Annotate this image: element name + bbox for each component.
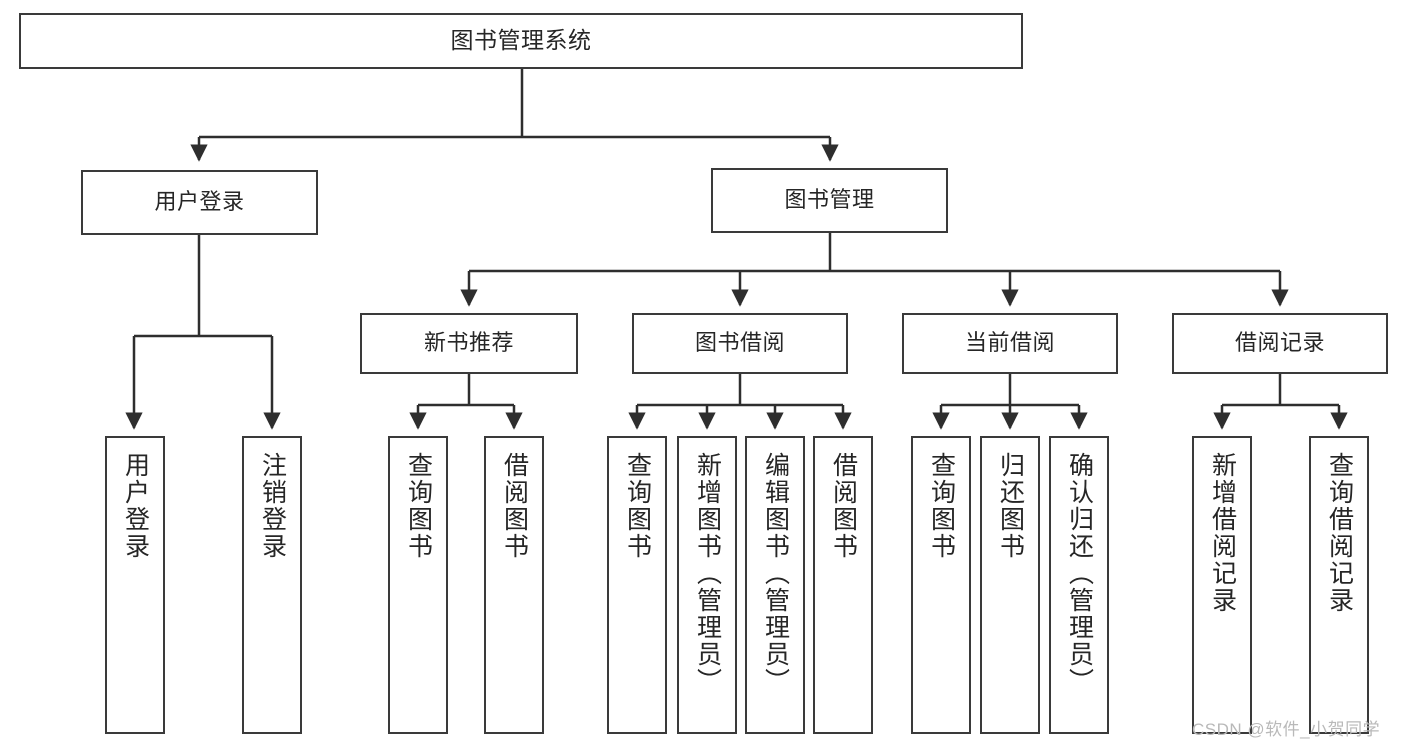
- node-label: 用户登录: [121, 452, 150, 560]
- node-label: 归还图书: [996, 452, 1025, 560]
- node-label: 查询借阅记录: [1325, 452, 1354, 614]
- node-label: 新增借阅记录: [1208, 452, 1237, 614]
- node-book-management[interactable]: 图书管理: [711, 168, 948, 233]
- node-root-system[interactable]: 图书管理系统: [19, 13, 1023, 69]
- node-label: 借阅记录: [1234, 330, 1325, 356]
- csdn-watermark: CSDN @软件_小贺同学: [1192, 720, 1381, 739]
- node-label: 查询图书: [623, 452, 652, 560]
- leaf-borrow-book[interactable]: 借阅图书: [813, 436, 873, 734]
- node-label: 确认归还（管理员）: [1065, 452, 1094, 695]
- leaf-add-book-admin[interactable]: 新增图书（管理员）: [677, 436, 737, 734]
- node-label: 图书管理系统: [450, 27, 592, 54]
- node-label: 当前借阅: [964, 330, 1055, 356]
- node-label: 查询图书: [404, 452, 433, 560]
- node-label: 图书借阅: [694, 330, 785, 356]
- leaf-user-login[interactable]: 用户登录: [105, 436, 165, 734]
- leaf-borrow-book-recommend[interactable]: 借阅图书: [484, 436, 544, 734]
- node-label: 注销登录: [258, 452, 287, 560]
- node-label: 借阅图书: [500, 452, 529, 560]
- node-label: 新增图书（管理员）: [693, 452, 722, 695]
- leaf-confirm-return-admin[interactable]: 确认归还（管理员）: [1049, 436, 1109, 734]
- leaf-user-logout[interactable]: 注销登录: [242, 436, 302, 734]
- node-label: 用户登录: [154, 189, 245, 215]
- leaf-return-book[interactable]: 归还图书: [980, 436, 1040, 734]
- leaf-query-book-current[interactable]: 查询图书: [911, 436, 971, 734]
- node-book-borrow[interactable]: 图书借阅: [632, 313, 848, 374]
- node-label: 新书推荐: [423, 330, 514, 356]
- node-label: 图书管理: [784, 187, 875, 213]
- leaf-query-book-recommend[interactable]: 查询图书: [388, 436, 448, 734]
- node-new-book-recommend[interactable]: 新书推荐: [360, 313, 578, 374]
- node-current-borrow[interactable]: 当前借阅: [902, 313, 1118, 374]
- node-borrow-record[interactable]: 借阅记录: [1172, 313, 1388, 374]
- leaf-query-book[interactable]: 查询图书: [607, 436, 667, 734]
- leaf-query-borrow-record[interactable]: 查询借阅记录: [1309, 436, 1369, 734]
- node-user-login[interactable]: 用户登录: [81, 170, 318, 235]
- leaf-edit-book-admin[interactable]: 编辑图书（管理员）: [745, 436, 805, 734]
- node-label: 借阅图书: [829, 452, 858, 560]
- node-label: 查询图书: [927, 452, 956, 560]
- leaf-add-borrow-record[interactable]: 新增借阅记录: [1192, 436, 1252, 734]
- node-label: 编辑图书（管理员）: [761, 452, 790, 695]
